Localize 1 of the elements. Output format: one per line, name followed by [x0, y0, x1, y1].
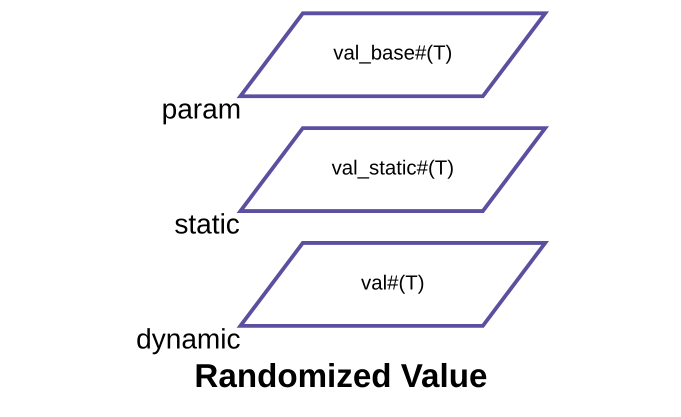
caption: Randomized Value	[194, 358, 488, 395]
